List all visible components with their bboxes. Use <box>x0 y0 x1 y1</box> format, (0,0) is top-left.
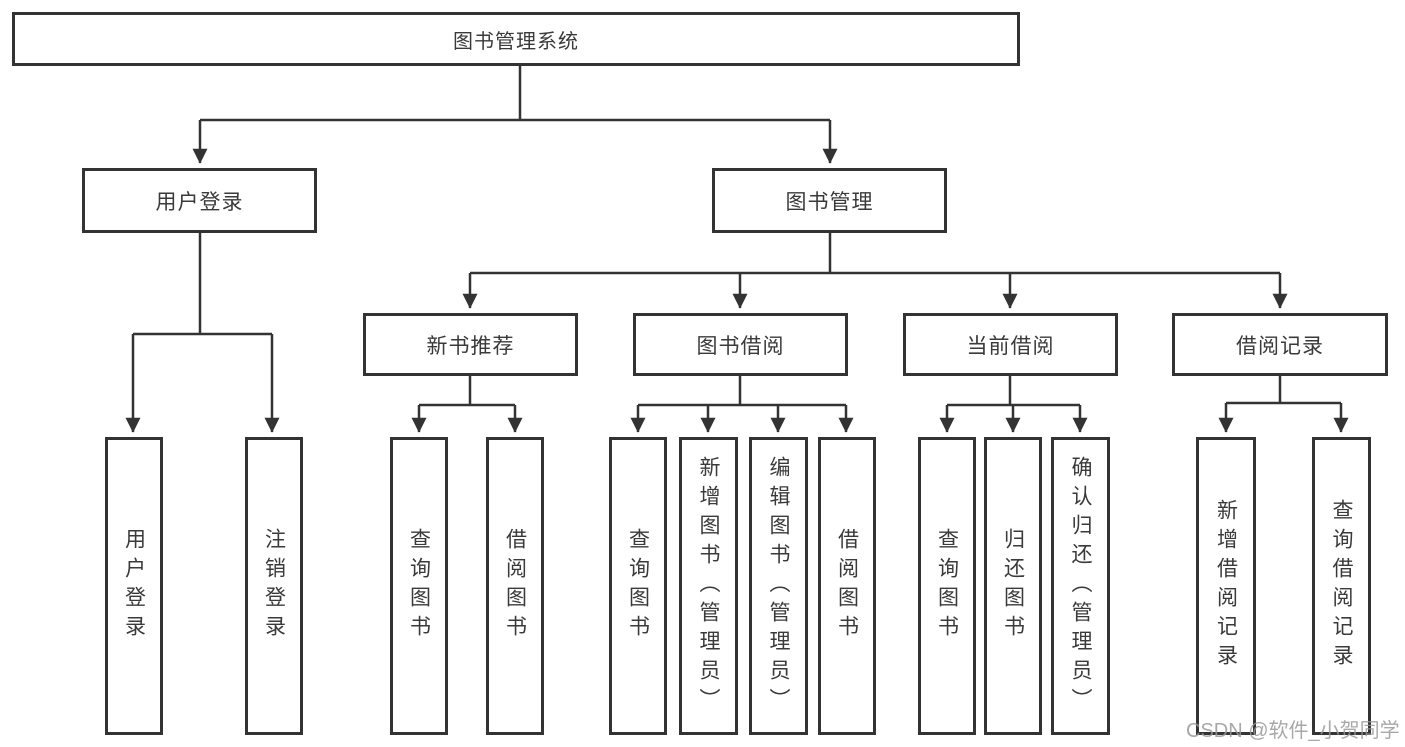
leaf-query-books-borrow: 查询图书 <box>609 437 667 735</box>
node-label: 查询图书 <box>935 528 959 644</box>
node-label: 图书管理系统 <box>453 30 579 53</box>
leaf-add-borrow-record: 新增借阅记录 <box>1196 437 1256 735</box>
node-label: 归还图书 <box>1001 528 1025 644</box>
node-label: 图书管理 <box>785 190 874 214</box>
leaf-logout: 注销登录 <box>245 437 303 735</box>
node-label: 注销登录 <box>262 528 286 644</box>
node-label: 借阅图书 <box>835 528 859 644</box>
node-label: 新增图书（管理员） <box>697 455 720 717</box>
node-library-management-system: 图书管理系统 <box>12 12 1020 66</box>
node-label: 当前借阅 <box>966 334 1055 358</box>
node-label: 查询图书 <box>626 528 650 644</box>
node-label: 新书推荐 <box>426 334 515 358</box>
leaf-user-login: 用户登录 <box>105 437 163 735</box>
node-book-management: 图书管理 <box>712 168 947 233</box>
node-label: 借阅图书 <box>503 528 527 644</box>
leaf-query-books-recommend: 查询图书 <box>390 437 448 735</box>
node-label: 查询图书 <box>407 528 431 644</box>
node-label: 编辑图书（管理员） <box>767 455 790 717</box>
leaf-query-books-current: 查询图书 <box>918 437 976 735</box>
node-label: 用户登录 <box>122 528 146 644</box>
node-current-borrowing: 当前借阅 <box>903 313 1118 376</box>
node-label: 借阅记录 <box>1236 334 1324 358</box>
node-label: 图书借阅 <box>696 334 785 358</box>
node-label: 新增借阅记录 <box>1214 499 1238 673</box>
node-user-login: 用户登录 <box>82 168 317 233</box>
node-new-book-recommendation: 新书推荐 <box>363 313 578 376</box>
leaf-edit-books-admin: 编辑图书（管理员） <box>749 437 808 735</box>
node-borrowing-records: 借阅记录 <box>1172 313 1388 376</box>
leaf-return-books: 归还图书 <box>984 437 1042 735</box>
csdn-watermark: CSDN @软件_小贺同学 <box>1186 720 1400 742</box>
leaf-add-books-admin: 新增图书（管理员） <box>679 437 738 735</box>
leaf-borrow-books-recommend: 借阅图书 <box>486 437 544 735</box>
node-label: 用户登录 <box>155 190 244 214</box>
node-book-borrowing: 图书借阅 <box>633 313 848 376</box>
node-label: 确认归还（管理员） <box>1069 455 1092 717</box>
leaf-confirm-return-admin: 确认归还（管理员） <box>1051 437 1110 735</box>
leaf-borrow-books-borrow: 借阅图书 <box>818 437 876 735</box>
node-label: 查询借阅记录 <box>1330 499 1353 673</box>
leaf-query-borrow-record: 查询借阅记录 <box>1312 437 1371 735</box>
